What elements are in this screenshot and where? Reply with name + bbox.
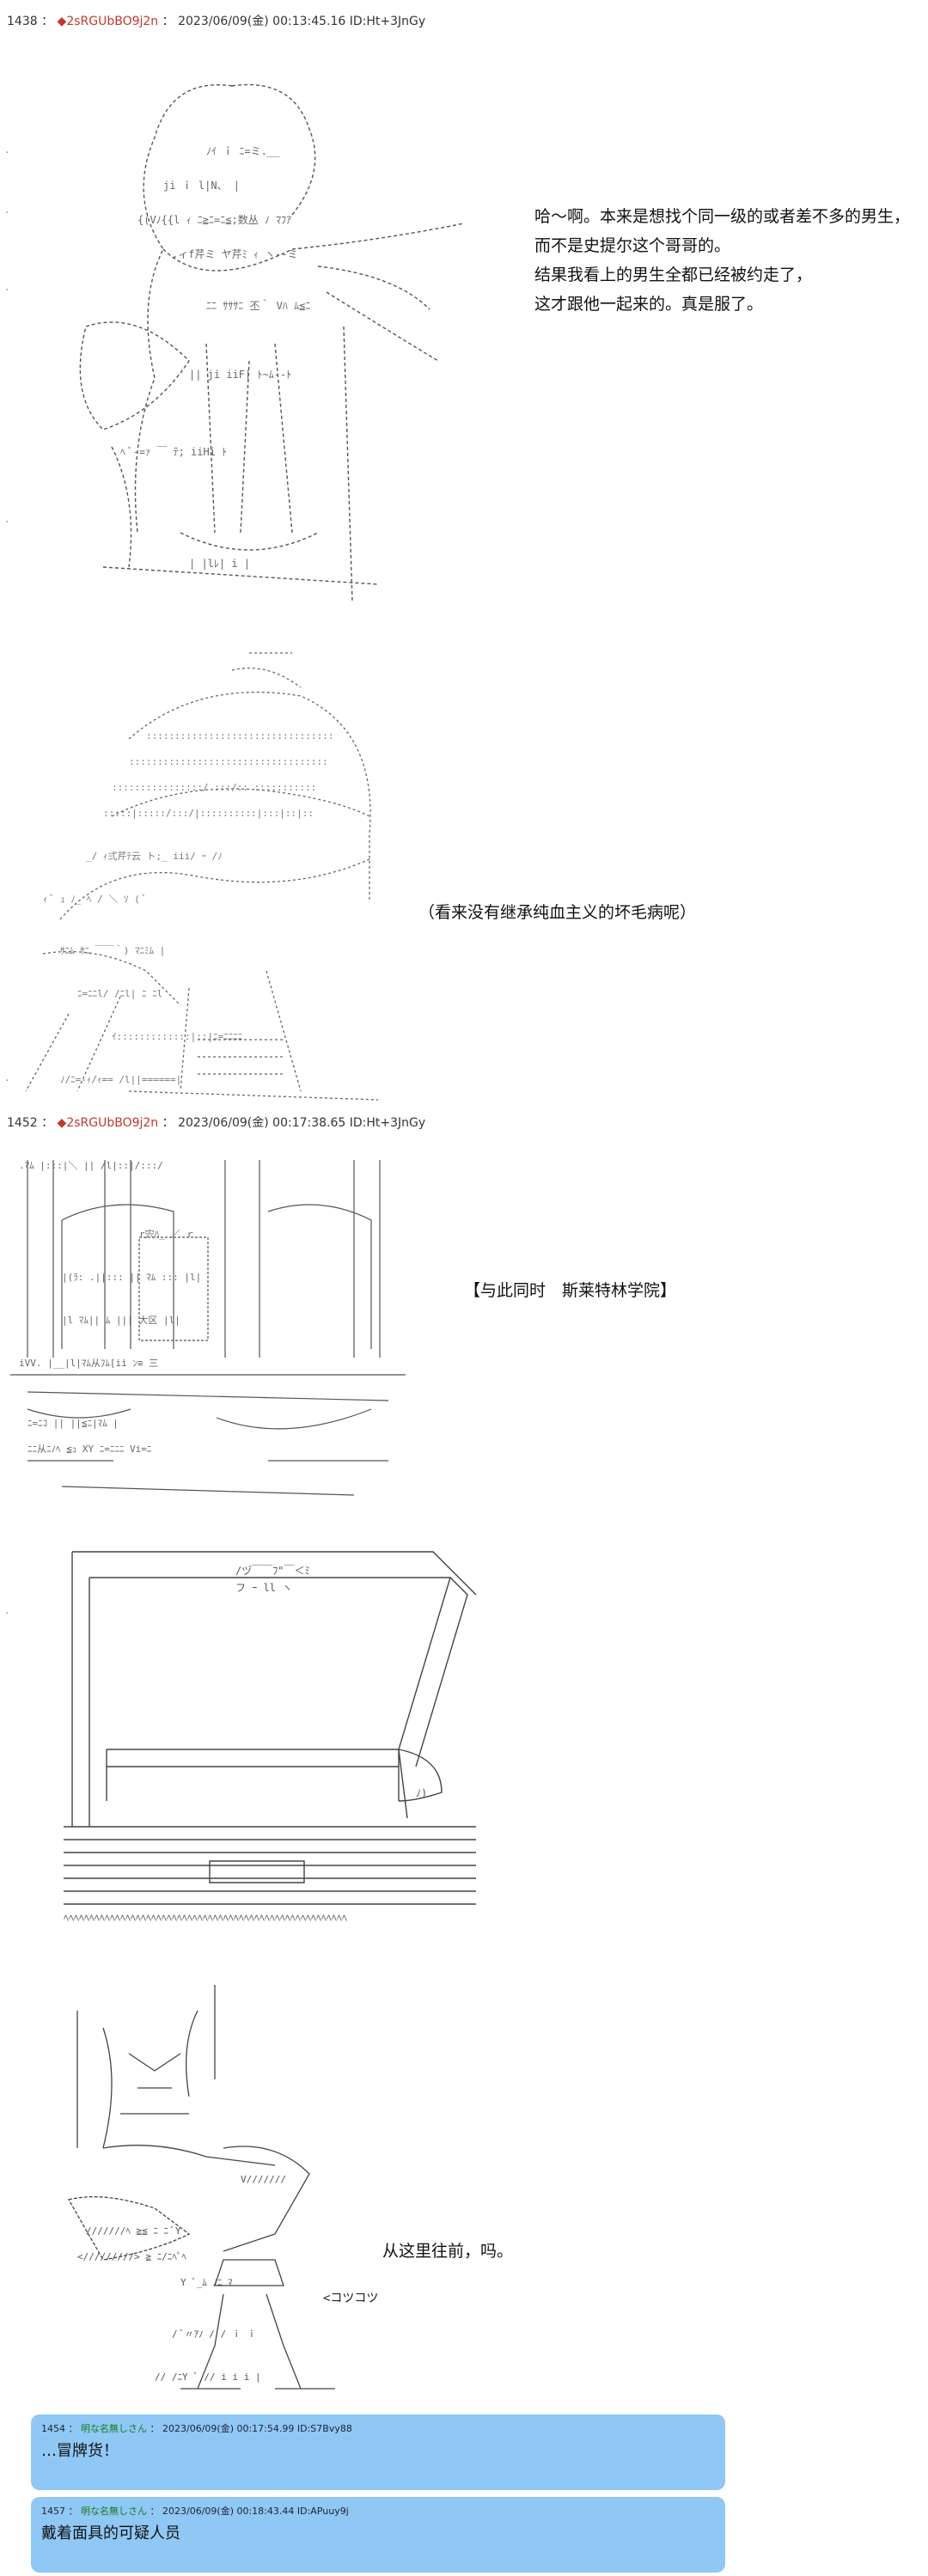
post-datetime: 2023/06/09(金) 00:17:38.65 [178,1116,346,1130]
reply-header: 1454 ： 明な名無しさん ： 2023/06/09(金) 00:17:54.… [41,2423,352,2434]
svg-text:ｻﾆﾑ ｻﾆ ￣￣｀) ﾏﾆﾐﾑ |: ｻﾆﾑ ｻﾆ ￣￣｀) ﾏﾆﾐﾑ | [60,943,165,956]
ascii-art-masked-figure: V/////// ///////ﾍ ≧≦ ﾆ ﾆ ﾞY </////////> … [52,1976,395,2406]
svg-text:</////////> ≧ ﾆ/ﾆﾍﾟﾍ: </////////> ≧ ﾆ/ﾆﾍﾟﾍ [77,2251,186,2262]
svg-text::::::|:::::/:::/|::::::::::|::: :::::|:::::/:::/|::::::::::|:::|::|:: [103,808,314,819]
svg-text:::::::::::::::::::::::::::::::: ::::::::::::::::::::::::::::::::: [146,730,334,742]
svg-text:| |lﾚ| i |: | |lﾚ| i | [189,558,250,570]
svg-text:/ヅ￣￣ﾌ"￣＜ﾐ: /ヅ￣￣ﾌ"￣＜ﾐ [235,1565,309,1577]
svg-text:r宍ﾊ_ ／ ｒ: r宍ﾊ_ ／ ｒ [139,1228,195,1240]
reply-datetime: 2023/06/09(金) 00:17:54.99 [162,2423,295,2434]
reply-number: 1457 [41,2506,65,2517]
svg-text:::::::::::::::::::::::::::::::: ::::::::::::::::::::::::::::::::::: [129,756,328,767]
margin-dot: · [5,284,9,297]
post-header-1438: 1438 ： ◆2sRGUbBO9j2n ： 2023/06/09(金) 00:… [7,15,426,28]
margin-dot: · [5,1074,9,1088]
svg-text:ji ｉ l|N、 |: ji ｉ l|N、 | [163,180,240,192]
ascii-art-common-room: .ﾏﾑ |:::|＼ || /l|::|/:::/ r宍ﾊ_ ／ ｒ |(ﾗ: … [10,1151,406,1504]
svg-text:ﾍ ﾞ-=ｧ ￣ ﾃ; iiHi ﾄ: ﾍ ﾞ-=ｧ ￣ ﾃ; iiHi ﾄ [120,446,227,458]
svg-text:ﾉｲ ｉ ﾆ=ミ.__: ﾉｲ ｉ ﾆ=ミ.__ [206,145,280,157]
reply-post: 1457 ： 明な名無しさん ： 2023/06/09(金) 00:18:43.… [31,2497,725,2573]
margin-dot: · [5,1607,9,1621]
ascii-art-girl: ﾉｲ ｉ ﾆ=ミ.__ ji ｉ l|N、 | {(Vﾉ{{l ｨ ﾆ≧ﾆ=ﾆ≦… [34,52,481,601]
reply-post: 1454 ： 明な名無しさん ： 2023/06/09(金) 00:17:54.… [31,2414,725,2490]
svg-text:///////ﾍ ≧≦ ﾆ ﾆ ﾞY: ///////ﾍ ≧≦ ﾆ ﾆ ﾞY [86,2225,181,2237]
post-id[interactable]: ID:Ht+3JnGy [349,1116,426,1130]
svg-text:ﾉ): ﾉ) [416,1787,427,1799]
svg-text:.ﾏﾑ |:::|＼ || /l|::|/:::/: .ﾏﾑ |:::|＼ || /l|::|/:::/ [19,1160,163,1171]
location-caption: 【与此同时 斯莱特林学院】 [464,1281,677,1300]
post-datetime: 2023/06/09(金) 00:13:45.16 [178,15,346,28]
svg-text:_/ ｨ弍芹ﾃ云 ト;_ iii/ ｰ /ﾉ: _/ ｨ弍芹ﾃ云 ト;_ iii/ ｰ /ﾉ [86,851,223,862]
reply-number: 1454 [41,2423,65,2434]
svg-text:{(Vﾉ{{l ｨ ﾆ≧ﾆ=ﾆ≦;数丛 ﾉ ﾏﾌｱ: {(Vﾉ{{l ｨ ﾆ≧ﾆ=ﾆ≦;数丛 ﾉ ﾏﾌｱ [137,213,291,226]
post-number: 1452 [7,1116,38,1130]
svg-text:Y ﾞ_ﾑ ﾉﾆ ﾏ: Y ﾞ_ﾑ ﾉﾆ ﾏ [180,2277,233,2288]
margin-dot: · [5,146,9,160]
svg-text:ﾆ=ﾆﾆl/ /ﾆl| ﾆ ﾆl: ﾆ=ﾆﾆl/ /ﾆl| ﾆ ﾆl [77,988,162,999]
reply-body: …冒牌货！ [41,2442,119,2460]
narration-line: 而不是史提尔这个哥哥的。 [534,236,731,255]
svg-text:,ィf芹ミ ヤ芹ﾐ ｨ ヽ--ミ: ,ィf芹ミ ヤ芹ﾐ ｨ ヽ--ミ [172,248,298,260]
svg-text:ﾆ=ﾆｺ || ||≦ﾆ|ﾏﾑ |: ﾆ=ﾆｺ || ||≦ﾆ|ﾏﾑ | [27,1418,119,1429]
svg-text:// /ﾆY ﾞ // i i i |: // /ﾆY ﾞ // i i i | [155,2372,261,2383]
svg-text:|l ﾏﾑ|| ﾑ ||| 大区 |l|: |l ﾏﾑ|| ﾑ ||| 大区 |l| [62,1314,180,1326]
narration-line: 结果我看上的男生全都已经被约走了， [534,266,813,284]
svg-text:ﾆﾆ ｻｻｻﾆ 丕｀ Vﾊ ﾑ≦ﾆ: ﾆﾆ ｻｻｻﾆ 丕｀ Vﾊ ﾑ≦ﾆ [206,298,310,312]
narration-aside: （看来没有继承纯血主义的坏毛病呢） [418,903,697,922]
reply-datetime: 2023/06/09(金) 00:18:43.44 ID:APuuy9j [162,2506,349,2517]
svg-text:フ ｰ ll ヽ: フ ｰ ll ヽ [235,1582,292,1594]
svg-text:/ ﾞ〃ｱﾉ / / ｉ ｉ: / ﾞ〃ｱﾉ / / ｉ ｉ [172,2329,256,2340]
post-header-1452: 1452 ： ◆2sRGUbBO9j2n ： 2023/06/09(金) 00:… [7,1116,426,1130]
poster-name[interactable]: ◆2sRGUbBO9j2n [57,1116,159,1130]
reply-name[interactable]: 明な名無しさん [81,2506,147,2517]
ascii-art-doorway: /ヅ￣￣ﾌ"￣＜ﾐ フ ｰ ll ヽ ﾉ) ﾍﾍﾍﾍﾍﾍﾍﾍﾍﾍﾍﾍﾍﾍﾍﾍﾍﾍ… [55,1543,485,1921]
svg-text:::::::::::::::::/ :::/:: :::::: ::::::::::::::::/ :::/:: ::::::::::: [112,782,316,793]
narration-line: 哈～啊。本来是想找个同一级的或者差不多的男生， [534,207,911,226]
margin-dot: · [5,206,9,220]
svg-text:ｨ ﾞ ｭ ﾉ_ ﾍ / ＼ ｿ ( ﾞ: ｨ ﾞ ｭ ﾉ_ ﾍ / ＼ ｿ ( ﾞ [43,894,147,905]
post-number: 1438 [7,15,38,28]
svg-text:|(ﾗ: .||::: || ﾏﾑ ::: |l|: |(ﾗ: .||::: || ﾏﾑ ::: |l| [62,1272,201,1283]
reply-header: 1457 ： 明な名無しさん ： 2023/06/09(金) 00:18:43.… [41,2506,349,2517]
margin-dot: · [5,516,9,529]
svg-text:ﾍﾍﾍﾍﾍﾍﾍﾍﾍﾍﾍﾍﾍﾍﾍﾍﾍﾍﾍﾍﾍﾍﾍﾍﾍﾍﾍﾍﾍﾍ: ﾍﾍﾍﾍﾍﾍﾍﾍﾍﾍﾍﾍﾍﾍﾍﾍﾍﾍﾍﾍﾍﾍﾍﾍﾍﾍﾍﾍﾍﾍﾍﾍﾍﾍﾍﾍﾍﾍﾍﾍ… [64,1912,347,1921]
svg-text:ﾉ/ﾆ=-ｨ/ｨ== /l||======|: ﾉ/ﾆ=-ｨ/ｨ== /l||======| [60,1074,181,1085]
svg-text:ｲ:::::::::::::|::|ﾆ=ﾆﾆﾆﾆ: ｲ:::::::::::::|::|ﾆ=ﾆﾆﾆﾆ [112,1031,242,1042]
ascii-art-hooded-figure: ::::::::::::::::::::::::::::::::: ::::::… [9,644,395,1108]
narration-line: 这才跟他一起来的。真是服了。 [534,295,764,314]
reply-body: 戴着面具的可疑人员 [41,2524,180,2542]
poster-name[interactable]: ◆2sRGUbBO9j2n [57,15,159,28]
svg-text:V///////: V/////// [241,2174,286,2185]
svg-text:iVV. |__|l|ﾏﾑ从ﾌﾑ[ii ﾝ≡ 三: iVV. |__|l|ﾏﾑ从ﾌﾑ[ii ﾝ≡ 三 [19,1358,158,1369]
reply-id[interactable]: ID:S7Bvy88 [296,2423,352,2434]
svg-text:ﾆﾆ从ﾆﾉﾍ ≦ｭ XY ﾆ=ﾆﾆﾆ Vi=ﾆ: ﾆﾆ从ﾆﾉﾍ ≦ｭ XY ﾆ=ﾆﾆﾆ Vi=ﾆ [27,1444,151,1455]
post-id[interactable]: ID:Ht+3JnGy [349,15,426,28]
narration-line: 从这里往前，吗。 [382,2242,514,2261]
svg-text:|| ji iiF| ﾄ~ﾑ--ﾄ: || ji iiF| ﾄ~ﾑ--ﾄ [189,369,291,381]
reply-name[interactable]: 明な名無しさん [81,2423,147,2434]
sound-effect: <コツコツ [323,2292,379,2305]
